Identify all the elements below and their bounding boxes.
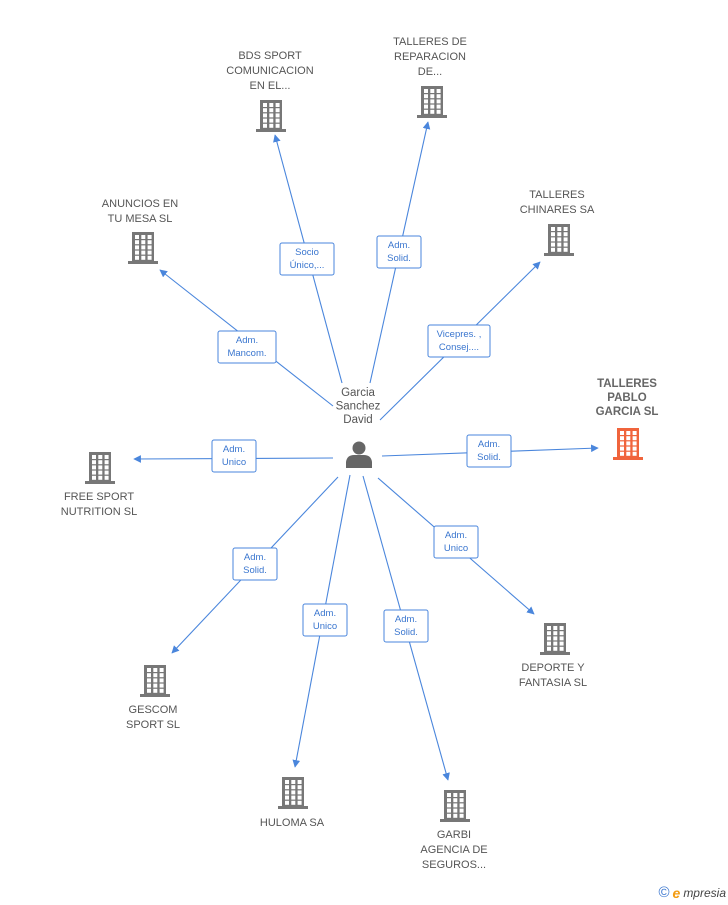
company-name-line: SPORT SL	[126, 719, 180, 731]
relation-text: Adm.	[478, 439, 500, 450]
relation-label-talleres-pablo-garcia[interactable]: Adm. Solid.	[466, 434, 512, 468]
building-icon-bds-sport[interactable]	[256, 100, 286, 132]
company-name-line: PABLO	[607, 392, 646, 404]
company-name-line: DE...	[418, 66, 442, 78]
company-name-line: NUTRITION SL	[61, 506, 137, 518]
company-name-line: AGENCIA DE	[420, 844, 487, 856]
relation-text: Solid.	[387, 253, 411, 264]
brand-name: mpresia	[683, 885, 726, 900]
relation-label-deporte-y-fantasia[interactable]: Adm. Unico	[433, 525, 479, 559]
company-name-line: GARBI	[437, 829, 471, 841]
company-name-line: REPARACION	[394, 51, 466, 63]
company-name-line: TU MESA SL	[108, 213, 173, 225]
company-name-line: EN EL...	[250, 80, 291, 92]
company-name-line: SEGUROS...	[422, 859, 486, 871]
company-name-line: GESCOM	[129, 704, 178, 716]
relation-text: Mancom.	[227, 348, 266, 359]
relation-text: Unico	[444, 543, 468, 554]
company-name-line: ANUNCIOS EN	[102, 198, 178, 210]
relation-text: Adm.	[236, 335, 258, 346]
relation-text: Adm.	[314, 608, 336, 619]
relation-text: Socio	[295, 247, 319, 258]
nodes-layer: BDS SPORT COMUNICACION EN EL... TALLERES DE…	[61, 36, 659, 871]
building-icon-talleres-pablo-garcia[interactable]	[613, 428, 643, 460]
company-name-line: FANTASIA SL	[519, 677, 587, 689]
copyright-icon: ©	[658, 884, 670, 901]
brand-logo-initial: e	[672, 884, 681, 901]
building-icon-anuncios-en-tu-mesa[interactable]	[128, 232, 158, 264]
building-icon-deporte-y-fantasia[interactable]	[540, 623, 570, 655]
relation-text: Adm.	[445, 530, 467, 541]
company-label-talleres-pablo-garcia[interactable]: TALLERES PABLO GARCIA SL	[596, 378, 659, 418]
relation-label-huloma[interactable]: Adm. Unico	[302, 603, 348, 637]
relation-text: Vicepres. ,	[437, 329, 482, 340]
relation-text: Adm.	[388, 240, 410, 251]
relation-label-talleres-chinares[interactable]: Vicepres. , Consej....	[427, 324, 491, 358]
company-name-line: TALLERES DE	[393, 36, 467, 48]
company-name-line: CHINARES SA	[520, 204, 595, 216]
relation-label-talleres-reparacion[interactable]: Adm. Solid.	[376, 235, 422, 269]
company-label-garbi-agencia[interactable]: GARBI AGENCIA DE SEGUROS...	[420, 829, 487, 871]
relation-label-anuncios-en-tu-mesa[interactable]: Adm. Mancom.	[217, 330, 277, 364]
company-name-line: FREE SPORT	[64, 491, 134, 503]
company-label-talleres-chinares[interactable]: TALLERES CHINARES SA	[520, 189, 595, 216]
company-name-line: TALLERES	[529, 189, 584, 201]
relation-text: Solid.	[394, 627, 418, 638]
company-name-line: COMUNICACION	[226, 65, 313, 77]
person-name-line: Garcia	[341, 387, 375, 399]
relation-text: Unico	[222, 457, 246, 468]
relation-text: Adm.	[223, 444, 245, 455]
relation-text: Solid.	[477, 452, 501, 463]
building-icon-garbi-agencia[interactable]	[440, 790, 470, 822]
company-label-talleres-reparacion[interactable]: TALLERES DE REPARACION DE...	[393, 36, 467, 78]
building-icon-talleres-chinares[interactable]	[544, 224, 574, 256]
company-name-line: TALLERES	[597, 378, 657, 390]
relation-text: Consej....	[439, 342, 479, 353]
relation-text: Adm.	[395, 614, 417, 625]
company-name-line: HULOMA SA	[260, 817, 325, 829]
relation-label-garbi-agencia[interactable]: Adm. Solid.	[383, 609, 429, 643]
relation-text: Único,...	[290, 260, 325, 271]
person-icon[interactable]	[346, 441, 372, 469]
relation-text: Unico	[313, 621, 337, 632]
relation-label-gescom-sport[interactable]: Adm. Solid.	[232, 547, 278, 581]
company-label-free-sport-nutrition[interactable]: FREE SPORT NUTRITION SL	[61, 491, 137, 518]
company-name-line: GARCIA SL	[596, 406, 659, 418]
building-icon-talleres-reparacion[interactable]	[417, 86, 447, 118]
company-label-gescom-sport[interactable]: GESCOM SPORT SL	[126, 704, 180, 731]
building-icon-huloma[interactable]	[278, 777, 308, 809]
company-label-anuncios-en-tu-mesa[interactable]: ANUNCIOS EN TU MESA SL	[102, 198, 178, 225]
relation-label-bds-sport[interactable]: SocioÚnico,...	[279, 242, 335, 276]
company-label-deporte-y-fantasia[interactable]: DEPORTE Y FANTASIA SL	[519, 662, 587, 689]
person-name-line: Sanchez	[336, 401, 381, 413]
building-icon-gescom-sport[interactable]	[140, 665, 170, 697]
company-label-huloma[interactable]: HULOMA SA	[260, 817, 325, 829]
company-name-line: BDS SPORT	[238, 50, 302, 62]
building-icon-free-sport-nutrition[interactable]	[85, 452, 115, 484]
company-label-bds-sport[interactable]: BDS SPORT COMUNICACION EN EL...	[226, 50, 313, 92]
relation-label-free-sport-nutrition[interactable]: Adm. Unico	[211, 439, 257, 473]
person-name-line: David	[343, 414, 372, 426]
relation-text: Solid.	[243, 565, 267, 576]
relation-text: Adm.	[244, 552, 266, 563]
company-name-line: DEPORTE Y	[521, 662, 585, 674]
